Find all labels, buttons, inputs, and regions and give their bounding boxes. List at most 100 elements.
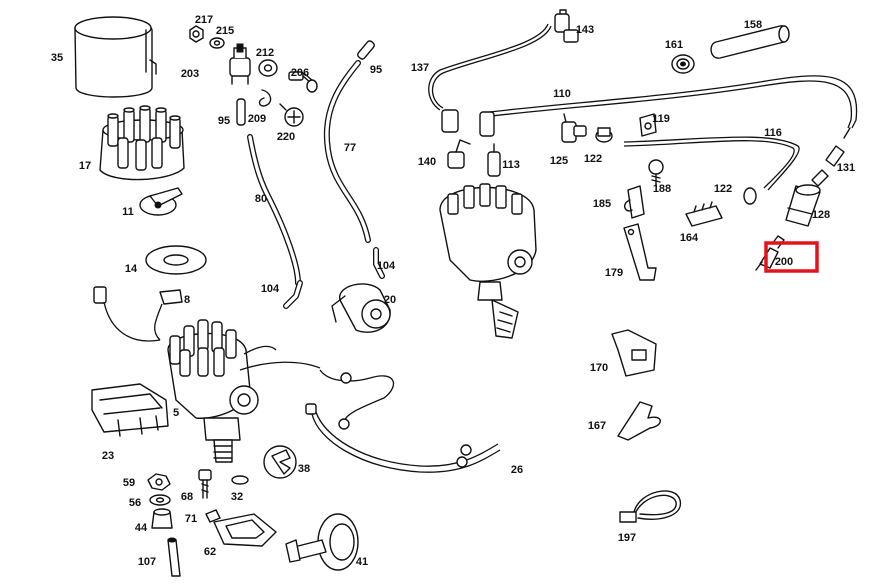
part-188-bolt[interactable] xyxy=(648,159,664,187)
part-212-ring[interactable] xyxy=(258,59,278,77)
part-161-grommet[interactable] xyxy=(671,54,695,74)
part-56-washer[interactable] xyxy=(149,494,171,506)
part-167-bracket[interactable] xyxy=(617,401,661,441)
part-170-bracket[interactable] xyxy=(611,329,657,377)
part-197-cable-tie[interactable] xyxy=(619,490,681,523)
part-26-ground-wire[interactable] xyxy=(305,369,501,473)
part-41-drive-gear[interactable] xyxy=(285,513,359,571)
label-26: 26 xyxy=(511,464,523,476)
part-209-clip[interactable] xyxy=(258,89,272,107)
part-104-elbow-lower[interactable] xyxy=(283,280,303,309)
part-104-elbow-upper[interactable] xyxy=(373,247,385,279)
part-158-sleeve[interactable] xyxy=(710,25,790,59)
label-11: 11 xyxy=(122,206,134,218)
label-119: 119 xyxy=(652,113,670,125)
part-distributor-upper[interactable] xyxy=(439,183,537,339)
part-17-distributor-cap[interactable] xyxy=(99,105,185,181)
label-59: 59 xyxy=(123,477,135,489)
label-128: 128 xyxy=(812,209,830,221)
label-23: 23 xyxy=(102,450,114,462)
label-95a: 95 xyxy=(370,64,382,76)
part-38-wrench[interactable] xyxy=(263,445,297,479)
label-14: 14 xyxy=(125,263,138,275)
label-143: 143 xyxy=(576,24,594,36)
label-206: 206 xyxy=(291,67,309,79)
part-185-clip[interactable] xyxy=(623,185,645,219)
label-217: 217 xyxy=(195,14,213,26)
part-59-nut[interactable] xyxy=(147,473,171,491)
part-125-connector[interactable] xyxy=(561,113,587,143)
label-77: 77 xyxy=(344,142,356,154)
part-217-nut[interactable] xyxy=(189,25,204,43)
label-20: 20 xyxy=(384,294,396,306)
part-8-sensor[interactable] xyxy=(93,286,183,342)
part-32-ring[interactable] xyxy=(231,475,249,485)
label-104b: 104 xyxy=(261,283,280,295)
part-220-screw[interactable] xyxy=(279,103,304,127)
label-116: 116 xyxy=(764,127,782,139)
part-116-cable[interactable] xyxy=(623,136,800,191)
part-122-cap-upper[interactable] xyxy=(595,127,613,143)
part-131-connector[interactable] xyxy=(825,127,851,167)
label-107: 107 xyxy=(138,556,156,568)
part-128-plug[interactable] xyxy=(785,169,829,227)
label-209: 209 xyxy=(248,113,266,125)
label-32: 32 xyxy=(231,491,243,503)
part-137-cable[interactable] xyxy=(428,23,552,111)
label-8: 8 xyxy=(184,294,190,306)
part-62-gasket[interactable] xyxy=(213,513,277,547)
label-113: 113 xyxy=(502,159,520,171)
label-188: 188 xyxy=(653,183,671,195)
part-23-bracket[interactable] xyxy=(91,383,169,437)
label-56: 56 xyxy=(129,497,141,509)
label-161: 161 xyxy=(665,39,683,51)
part-119-clamp[interactable] xyxy=(639,113,657,137)
label-185: 185 xyxy=(593,198,611,210)
part-143-plug[interactable] xyxy=(554,9,579,43)
label-68: 68 xyxy=(181,491,193,503)
label-215: 215 xyxy=(216,25,234,37)
part-137-end-plug[interactable] xyxy=(441,109,495,137)
part-80-hose[interactable] xyxy=(247,134,301,286)
label-5: 5 xyxy=(173,407,179,419)
label-200: 200 xyxy=(775,256,793,268)
label-131: 131 xyxy=(837,162,855,174)
label-104a: 104 xyxy=(377,260,396,272)
label-158: 158 xyxy=(744,19,762,31)
part-77-hose[interactable] xyxy=(323,60,371,243)
label-197: 197 xyxy=(618,532,636,544)
label-220: 220 xyxy=(277,131,295,143)
part-68-bolt[interactable] xyxy=(198,469,212,499)
part-95-tube-upper[interactable] xyxy=(357,40,376,60)
part-95-tube-small[interactable] xyxy=(236,98,246,126)
part-35-cover[interactable] xyxy=(74,16,157,98)
part-5-distributor[interactable] xyxy=(167,319,321,463)
part-179-bracket[interactable] xyxy=(623,223,657,281)
part-11-rotor[interactable] xyxy=(139,187,183,216)
part-215-washer[interactable] xyxy=(209,37,225,49)
label-122b: 122 xyxy=(714,183,732,195)
part-203-valve[interactable] xyxy=(229,43,251,85)
label-167: 167 xyxy=(588,420,606,432)
part-71-seal[interactable] xyxy=(205,509,221,523)
label-17: 17 xyxy=(79,160,91,172)
part-140-plug[interactable] xyxy=(447,139,471,169)
label-62: 62 xyxy=(204,546,216,558)
part-122-cap-lower[interactable] xyxy=(743,187,757,205)
part-164-terminal-block[interactable] xyxy=(685,201,723,227)
part-44-sleeve[interactable] xyxy=(151,508,173,529)
part-14-dust-shield[interactable] xyxy=(145,245,207,275)
label-122a: 122 xyxy=(584,153,602,165)
label-179: 179 xyxy=(605,267,623,279)
part-206-bolt[interactable] xyxy=(288,71,318,93)
label-212: 212 xyxy=(256,47,274,59)
part-113-plug[interactable] xyxy=(487,143,501,177)
part-20-vacuum-unit[interactable] xyxy=(331,283,391,333)
label-170: 170 xyxy=(590,362,608,374)
highlight-box-200 xyxy=(764,241,819,273)
part-107-pin[interactable] xyxy=(167,537,181,577)
label-71: 71 xyxy=(185,513,197,525)
part-110-cable[interactable] xyxy=(481,75,858,129)
label-140: 140 xyxy=(418,156,436,168)
